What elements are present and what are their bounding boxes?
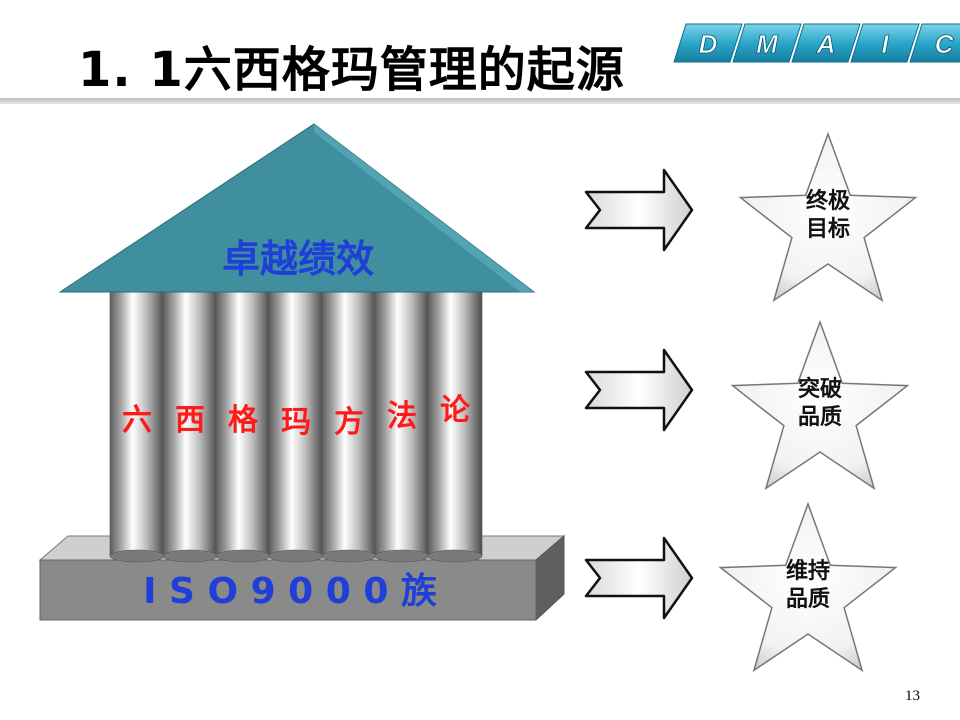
pillar-label-7: 论 xyxy=(440,393,471,428)
pillar-label-4: 玛 xyxy=(281,405,311,440)
pillar-3 xyxy=(215,279,271,557)
pillar-7 xyxy=(427,279,483,557)
pillar-5 xyxy=(321,279,377,557)
title-divider xyxy=(0,98,960,104)
dmaic-letter-a: A xyxy=(816,29,836,59)
star-2 xyxy=(730,319,910,491)
slide-title: 1. 1六西格玛管理的起源 xyxy=(78,42,625,98)
roof xyxy=(58,123,536,293)
dmaic-letter-i: I xyxy=(881,29,889,59)
dmaic-tab-m xyxy=(732,23,802,63)
pillar-foot-5 xyxy=(321,549,377,563)
pillar-1 xyxy=(109,279,165,557)
pillar-label-3: 格 xyxy=(228,403,259,438)
star-3 xyxy=(718,501,898,673)
pillar-group xyxy=(109,279,483,563)
pillar-foot-1 xyxy=(109,549,165,563)
pillar-foot-3 xyxy=(215,549,271,563)
dmaic-letter-d: D xyxy=(699,29,718,59)
arrow-3 xyxy=(584,536,694,620)
dmaic-tab-c xyxy=(909,23,960,63)
star-label-line2: 品质 xyxy=(786,587,830,612)
arrow-2 xyxy=(584,348,694,432)
pillar-foot-7 xyxy=(427,549,483,563)
pillar-label-group: 六西格玛方法论 xyxy=(122,393,471,440)
star-label-line2: 品质 xyxy=(798,405,842,430)
star-label-line2: 目标 xyxy=(806,216,850,242)
pillar-foot-4 xyxy=(268,549,324,563)
pillar-label-1: 六 xyxy=(122,403,152,438)
dmaic-letter-c: C xyxy=(935,29,955,59)
pillar-2 xyxy=(162,279,218,557)
base-label: I S O 9 0 0 0 族 xyxy=(143,571,437,612)
arrow-group xyxy=(584,168,694,620)
star-label-line1: 维持 xyxy=(786,558,830,584)
dmaic-letter-m: M xyxy=(756,29,779,59)
star-1 xyxy=(738,131,918,303)
pillar-label-5: 方 xyxy=(334,405,364,440)
pillar-foot-6 xyxy=(374,549,430,563)
pillar-6 xyxy=(374,279,430,557)
pillar-4 xyxy=(268,279,324,557)
star-label-line1: 突破 xyxy=(798,376,842,402)
dmaic-tab-i xyxy=(850,23,920,63)
pillar-foot-2 xyxy=(162,549,218,563)
pillar-label-6: 法 xyxy=(387,399,417,434)
arrow-1 xyxy=(584,168,694,252)
page-number: 13 xyxy=(905,688,920,704)
dmaic-tab-d xyxy=(673,23,743,63)
roof-label: 卓越绩效 xyxy=(222,237,374,281)
dmaic-tab-a xyxy=(791,23,861,63)
star-label-line1: 终极 xyxy=(806,188,851,214)
pillar-label-2: 西 xyxy=(175,403,205,438)
